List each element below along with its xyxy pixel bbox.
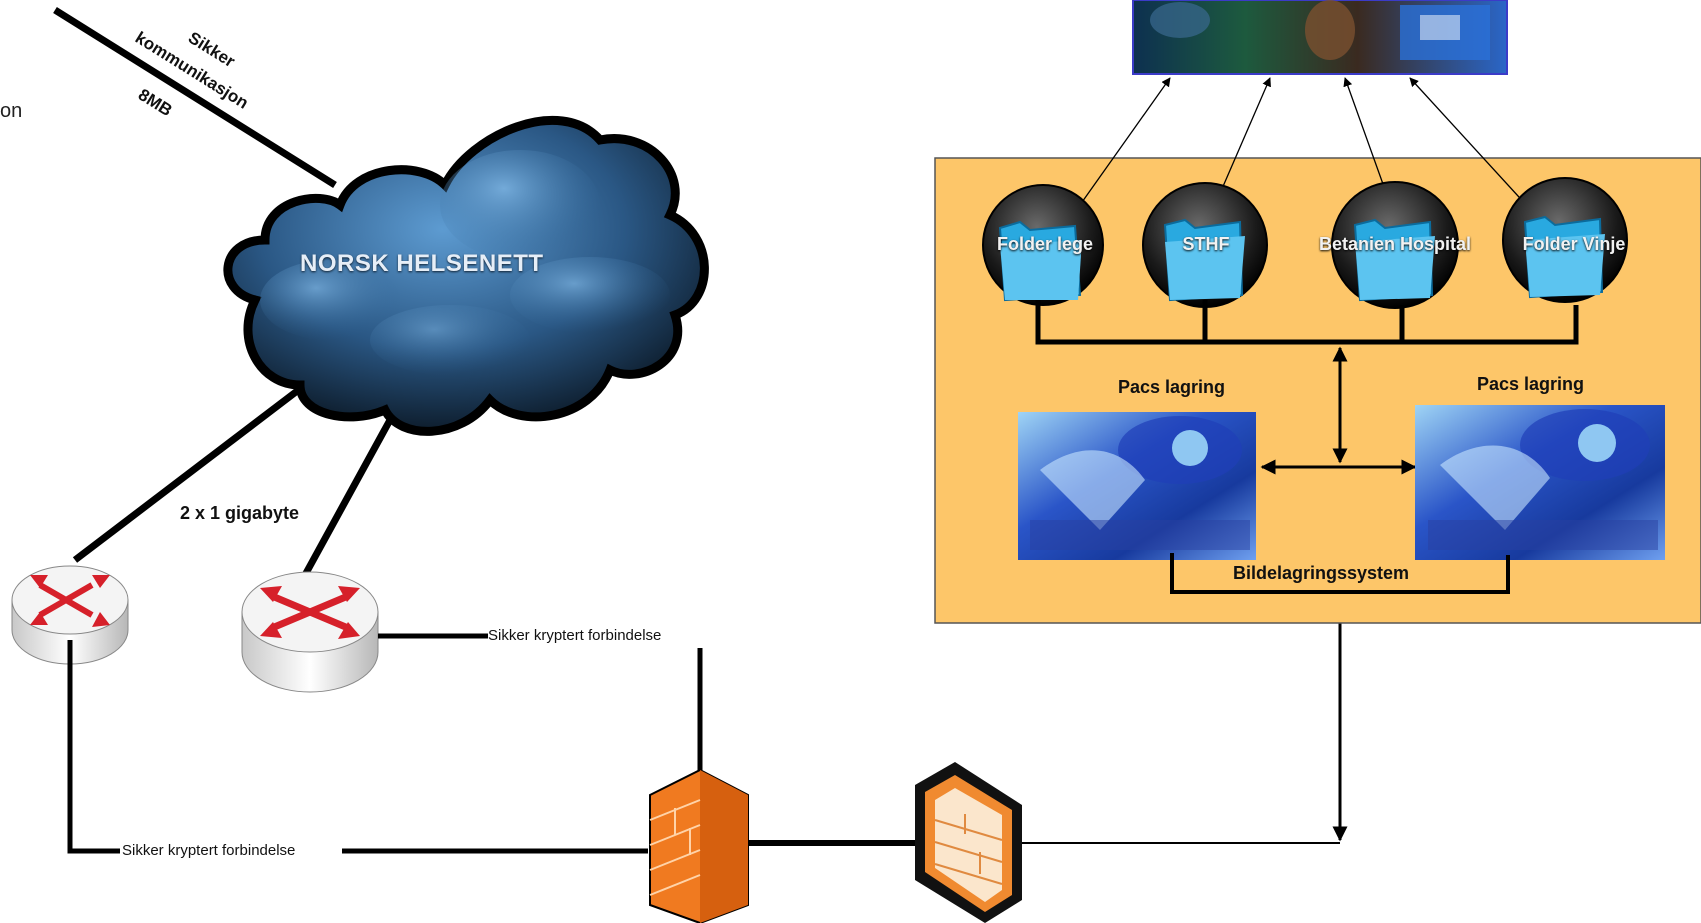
storage-system-bracket — [1170, 553, 1510, 594]
folder-icon — [1502, 177, 1628, 303]
link-capacity-label: 2 x 1 gigabyte — [180, 503, 300, 523]
folder-label: Betanien Hospital — [1318, 234, 1472, 254]
router-icon — [11, 565, 129, 665]
pacs-label-left: Pacs lagring — [1118, 377, 1226, 397]
firewall-icon — [915, 762, 1022, 923]
link-line-top — [53, 7, 337, 188]
hard-disk-image — [1018, 412, 1256, 560]
folder-label: Folder lege — [996, 234, 1094, 254]
hard-disk-image — [1415, 405, 1665, 560]
vpn-label-right: Sikker kryptert forbindelse — [488, 627, 662, 644]
arrow-display-folder4 — [1409, 77, 1541, 221]
firewall-icon — [649, 768, 749, 923]
folder-icon — [1331, 181, 1459, 309]
folder-label: Folder Vinje — [1522, 234, 1626, 254]
folder-bus — [1035, 300, 1579, 345]
folder-icon — [1142, 182, 1268, 308]
pacs-label-right: Pacs lagring — [1477, 374, 1585, 394]
arrow-display-folder1 — [1074, 77, 1171, 213]
cloud-label: NORSK HELSENETT — [300, 250, 544, 277]
storage-system-label: Bildelagringssystem — [1233, 563, 1410, 583]
folder-label: STHF — [1182, 234, 1230, 254]
edge-text-fragment: on — [0, 100, 23, 122]
cloud-icon — [223, 116, 709, 436]
link-line-router-left — [72, 382, 308, 563]
folder-icon — [982, 184, 1104, 306]
router-icon — [241, 571, 379, 693]
vpn-label-left: Sikker kryptert forbindelse — [122, 842, 296, 859]
vpn-line-left — [67, 640, 120, 854]
link-line-router-right — [301, 418, 394, 577]
display-image — [1132, 0, 1508, 75]
